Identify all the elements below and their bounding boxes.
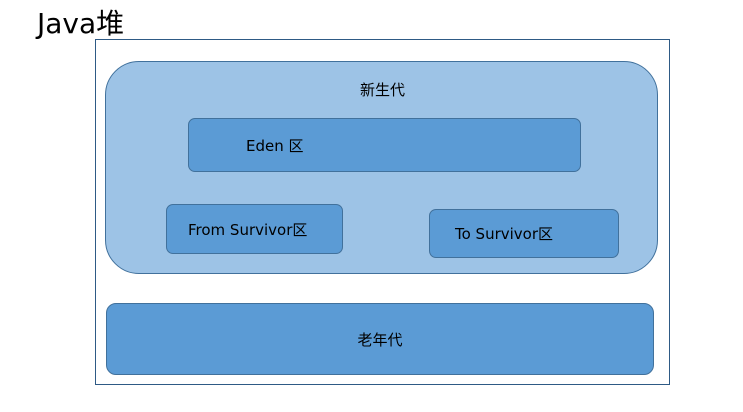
young-generation-label: 新生代 xyxy=(359,81,405,99)
to-survivor-label: To Survivor区 xyxy=(455,225,554,243)
diagram-title: Java堆 xyxy=(37,7,125,40)
eden-space-label: Eden 区 xyxy=(246,136,304,155)
from-survivor-box: From Survivor区 xyxy=(166,204,343,254)
eden-space-box: Eden 区 xyxy=(188,118,581,172)
old-generation-label: 老年代 xyxy=(357,330,403,349)
old-generation-box: 老年代 xyxy=(106,303,654,375)
from-survivor-label: From Survivor区 xyxy=(188,220,308,239)
to-survivor-box: To Survivor区 xyxy=(429,209,619,258)
